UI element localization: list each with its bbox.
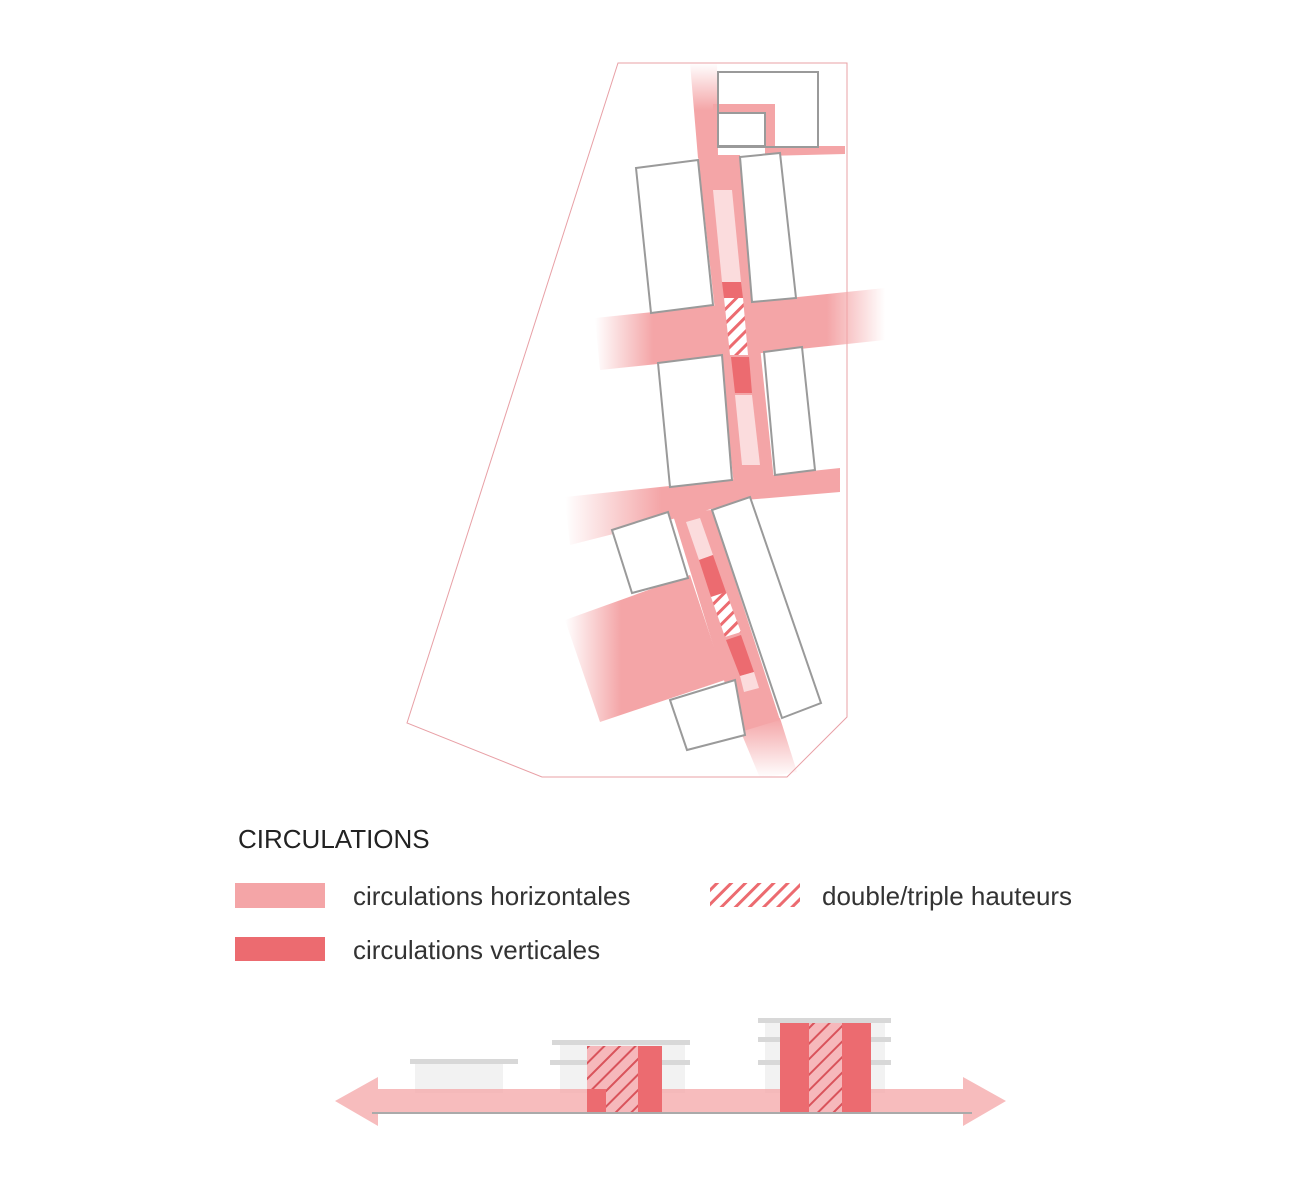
vertical-circulation bbox=[731, 357, 752, 393]
light-strip bbox=[686, 518, 713, 560]
double-height-void bbox=[724, 298, 748, 355]
legend-label-horizontal: circulations horizontales bbox=[353, 881, 631, 911]
building-outline bbox=[762, 345, 817, 477]
main-spine-top bbox=[690, 63, 718, 158]
horizontal-circulation-band bbox=[765, 146, 845, 156]
vertical-circulation bbox=[722, 282, 743, 298]
buildings bbox=[610, 71, 823, 752]
section-vertical-circulation bbox=[638, 1046, 662, 1113]
ground-line bbox=[372, 1112, 972, 1114]
legend-swatch-hatch bbox=[710, 883, 800, 907]
legend-label-double-height: double/triple hauteurs bbox=[822, 881, 1073, 911]
site-boundary bbox=[406, 62, 848, 778]
building-outline bbox=[610, 510, 690, 595]
building-outline bbox=[717, 71, 819, 148]
legend-title: CIRCULATIONS bbox=[238, 824, 430, 854]
legend-swatch-vertical bbox=[235, 937, 325, 961]
main-spine-lower-end bbox=[740, 718, 797, 778]
building-outline bbox=[668, 678, 747, 752]
building-outline bbox=[634, 158, 715, 315]
section-double-height bbox=[587, 1046, 638, 1089]
building-outline bbox=[710, 495, 823, 720]
legend-swatch-horizontal bbox=[235, 883, 325, 908]
section-diagram bbox=[335, 1018, 1006, 1126]
building-outline bbox=[738, 151, 798, 304]
light-strip bbox=[735, 395, 760, 465]
legend-label-vertical: circulations verticales bbox=[353, 935, 601, 965]
building-outline bbox=[717, 112, 766, 147]
light-strip bbox=[740, 672, 759, 692]
section-vertical-circulation bbox=[587, 1089, 606, 1113]
vertical-circulation bbox=[726, 635, 754, 676]
section-vertical-circulation bbox=[780, 1023, 809, 1113]
light-strip bbox=[713, 190, 741, 282]
double-height-void bbox=[711, 592, 741, 637]
section-double-height bbox=[809, 1023, 842, 1113]
section-vertical-circulation bbox=[842, 1023, 871, 1113]
horizontal-circulation-band bbox=[565, 575, 725, 722]
section-double-height bbox=[606, 1089, 638, 1113]
vertical-circulation bbox=[699, 555, 726, 597]
building-outline bbox=[656, 353, 734, 489]
